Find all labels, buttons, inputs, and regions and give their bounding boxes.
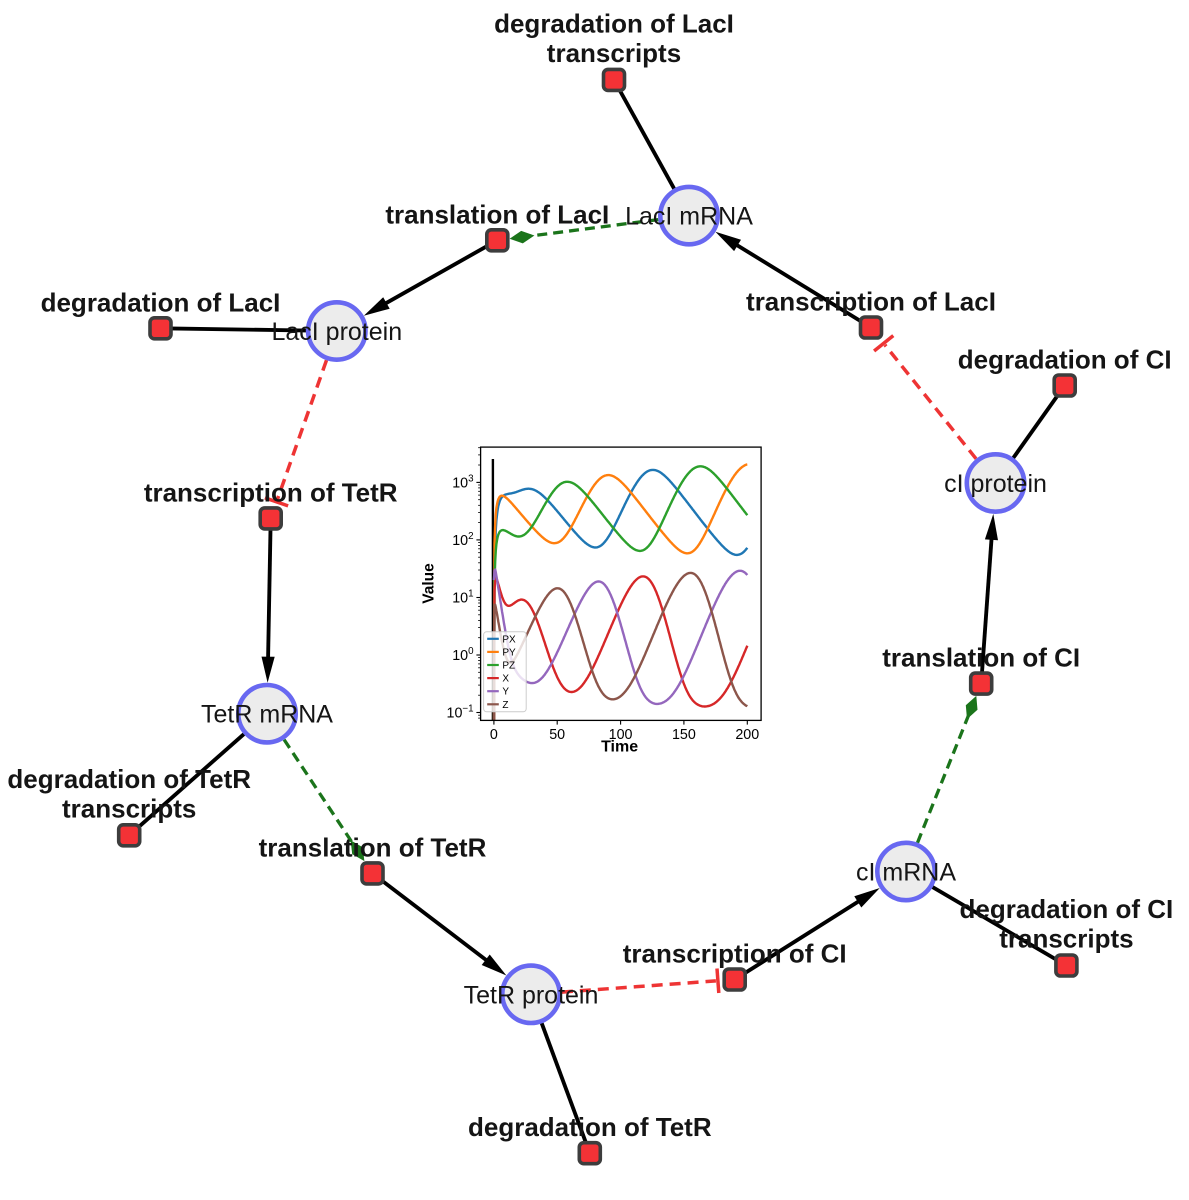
svg-text:degradation of TetR: degradation of TetR [7, 764, 251, 794]
svg-text:X: X [502, 674, 509, 685]
svg-text:transcripts: transcripts [999, 924, 1133, 954]
svg-text:degradation of TetR: degradation of TetR [468, 1112, 712, 1142]
svg-text:50: 50 [549, 727, 565, 743]
svg-text:LacI protein: LacI protein [271, 318, 402, 346]
svg-text:cI protein: cI protein [944, 470, 1047, 498]
svg-text:Value: Value [421, 563, 438, 604]
svg-text:translation of TetR: translation of TetR [259, 832, 487, 862]
svg-text:TetR mRNA: TetR mRNA [201, 701, 333, 729]
svg-text:degradation of LacI: degradation of LacI [41, 287, 281, 317]
svg-text:translation of LacI: translation of LacI [385, 199, 609, 229]
svg-text:transcription of LacI: transcription of LacI [746, 287, 996, 317]
svg-text:0: 0 [490, 727, 498, 743]
svg-text:150: 150 [672, 727, 696, 743]
svg-text:TetR protein: TetR protein [464, 981, 599, 1009]
svg-text:200: 200 [735, 727, 759, 743]
svg-text:100: 100 [609, 727, 633, 743]
svg-text:degradation of CI: degradation of CI [960, 894, 1174, 924]
svg-text:Z: Z [502, 700, 508, 711]
svg-text:transcripts: transcripts [62, 793, 196, 823]
svg-text:Time: Time [601, 739, 638, 756]
svg-text:Y: Y [502, 687, 509, 698]
svg-text:cI mRNA: cI mRNA [856, 859, 956, 887]
svg-text:LacI mRNA: LacI mRNA [625, 203, 753, 231]
svg-text:PX: PX [502, 634, 516, 645]
svg-text:PY: PY [502, 647, 516, 658]
svg-text:transcription of CI: transcription of CI [623, 939, 847, 969]
svg-text:translation of CI: translation of CI [882, 643, 1080, 673]
svg-text:degradation of CI: degradation of CI [958, 345, 1172, 375]
svg-text:degradation of LacI: degradation of LacI [494, 8, 734, 38]
svg-text:PZ: PZ [502, 661, 515, 672]
svg-text:transcription of TetR: transcription of TetR [144, 477, 398, 507]
svg-text:transcripts: transcripts [547, 38, 681, 68]
